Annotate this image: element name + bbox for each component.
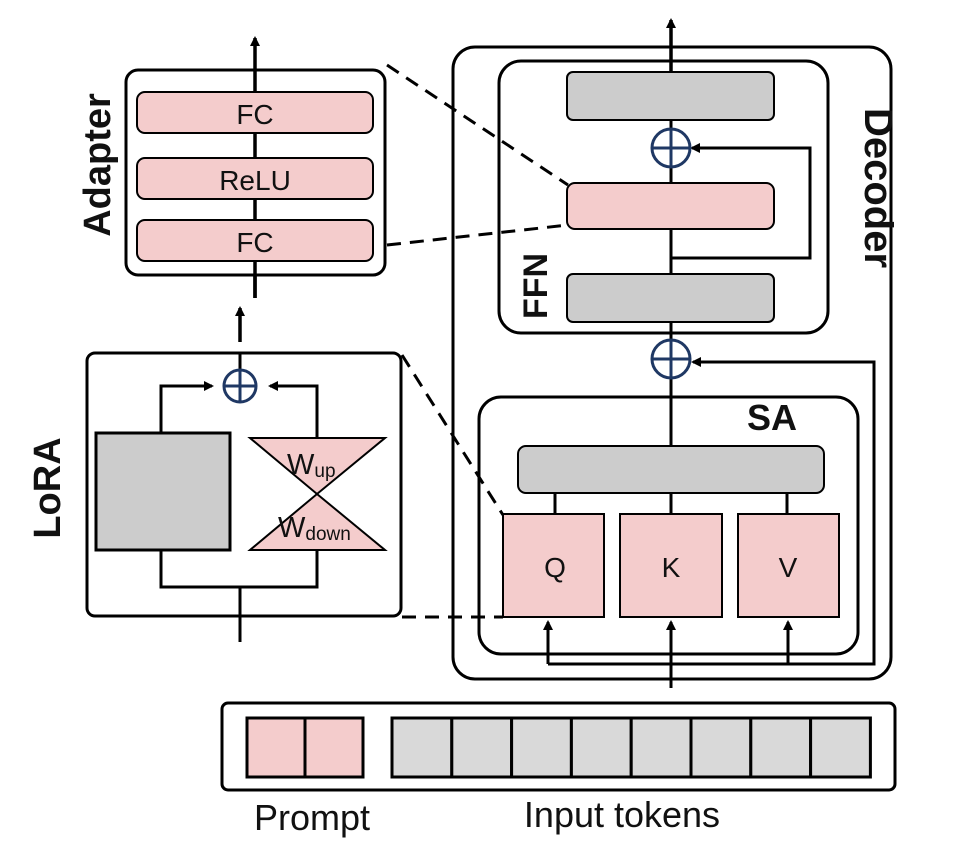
lora-add-icon <box>222 368 258 404</box>
input-token-group <box>390 716 872 779</box>
lora-w-down-label: Wdown <box>278 512 351 545</box>
lora-module: Wup Wdown LoRA <box>27 306 403 642</box>
decoder-title: Decoder <box>856 108 900 268</box>
sa-query-block <box>502 513 605 618</box>
sa-k-label: K <box>662 552 681 583</box>
lora-w-down-trapezoid <box>247 492 388 551</box>
ffn-adapter-slot <box>566 182 775 230</box>
decoder-block: Decoder FFN SA <box>451 18 900 688</box>
lora-box <box>85 351 403 618</box>
input-tokens-label: Input tokens <box>524 794 720 835</box>
ffn-add-icon <box>650 127 692 169</box>
adapter-zoom-connector-bottom <box>386 223 569 247</box>
input-sequence: Prompt Input tokens <box>220 701 897 838</box>
adapter-layer-fc-bottom: FC <box>236 227 273 258</box>
ffn-box <box>497 59 830 335</box>
adapter-fc-bottom-block <box>136 219 374 262</box>
sa-output-projection-block <box>517 445 825 494</box>
prompt-token <box>303 716 365 779</box>
input-token <box>689 716 753 779</box>
prompt-token-group <box>245 716 365 779</box>
input-token <box>809 716 872 779</box>
lora-pretrained-weight-block <box>94 431 232 552</box>
sa-box <box>477 395 860 656</box>
ffn-bottom-linear-block <box>566 273 775 323</box>
adapter-module: FC ReLU FC Adapter <box>77 36 387 298</box>
lora-w-up-trapezoid <box>247 437 388 496</box>
sa-q-label: Q <box>544 552 566 583</box>
input-token <box>629 716 693 779</box>
sa-title: SA <box>747 397 797 438</box>
ffn-top-linear-block <box>566 71 775 121</box>
input-token <box>569 716 633 779</box>
prompt-label: Prompt <box>254 797 370 838</box>
adapter-layer-relu: ReLU <box>219 165 291 196</box>
lora-w-up-label: Wup <box>287 449 336 482</box>
sa-key-block <box>619 513 723 618</box>
decoder-add-icon <box>650 338 692 380</box>
input-token <box>510 716 573 779</box>
input-token <box>450 716 514 779</box>
lora-title: LoRA <box>27 437 69 538</box>
ffn-title: FFN <box>517 253 555 319</box>
adapter-zoom-connector-top <box>386 63 569 187</box>
input-token <box>390 716 454 779</box>
input-sequence-box <box>220 701 897 792</box>
ffn-residual-arrow <box>671 143 812 260</box>
input-token <box>749 716 813 779</box>
adapter-relu-block <box>136 157 374 200</box>
prompt-token <box>245 716 307 779</box>
adapter-fc-top-block <box>136 91 374 134</box>
sa-v-label: V <box>779 552 798 583</box>
adapter-layer-fc-top: FC <box>236 99 273 130</box>
adapter-title: Adapter <box>77 93 119 237</box>
sa-value-block <box>737 513 840 618</box>
